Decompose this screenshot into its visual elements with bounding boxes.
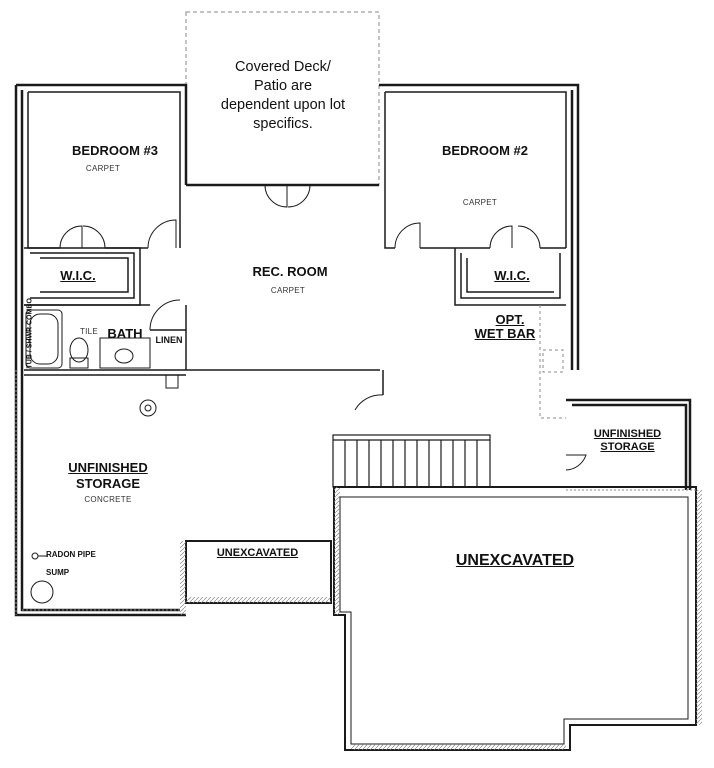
rec-room-floor: CARPET — [270, 286, 306, 295]
unfinished-storage-left-floor: CONCRETE — [84, 495, 132, 504]
tub-label: TUB / SHWR COMBO — [26, 298, 34, 369]
mechanical — [30, 374, 179, 604]
unfinished-storage-left-line1: UNFINISHED — [68, 460, 148, 475]
unexcavated-small-area — [180, 540, 332, 615]
bedroom2-label: BEDROOM #2 — [442, 143, 528, 158]
wic-left-label: W.I.C. — [60, 268, 96, 283]
linen-label: LINEN — [155, 335, 183, 345]
unexcavated-large-area — [333, 486, 702, 751]
unfinished-storage-left-line2: STORAGE — [75, 476, 141, 491]
foundation-dashes — [15, 370, 696, 615]
unexcavated-large-label: UNEXCAVATED — [455, 552, 575, 569]
bath-fixtures — [25, 309, 151, 369]
wet-bar-line2: WET BAR — [474, 326, 536, 341]
wet-bar-outline — [539, 305, 566, 419]
stairs — [332, 434, 491, 488]
sump-label: SUMP — [46, 568, 70, 577]
bedroom3-label: BEDROOM #3 — [72, 143, 158, 158]
rec-room-label: REC. ROOM — [252, 264, 328, 279]
bath-label: BATH — [107, 326, 143, 341]
bedroom3-floor: CARPET — [85, 164, 121, 173]
bedroom2-walls — [384, 91, 567, 306]
bedroom2-floor: CARPET — [462, 198, 498, 207]
bath-floor: TILE — [79, 327, 99, 336]
door-swings — [59, 184, 587, 471]
deck-note: Covered Deck/ Patio are dependent upon l… — [220, 59, 346, 132]
unexcavated-small-label: UNEXCAVATED — [216, 547, 299, 559]
wic-right-label: W.I.C. — [494, 268, 530, 283]
unfinished-storage-right-line1: UNFINISHED — [593, 428, 662, 440]
unfinished-storage-right-line2: STORAGE — [600, 441, 655, 453]
wet-bar-line1: OPT. — [495, 312, 525, 327]
radon-pipe-label: RADON PIPE — [46, 550, 96, 559]
bath-walls — [24, 304, 384, 395]
